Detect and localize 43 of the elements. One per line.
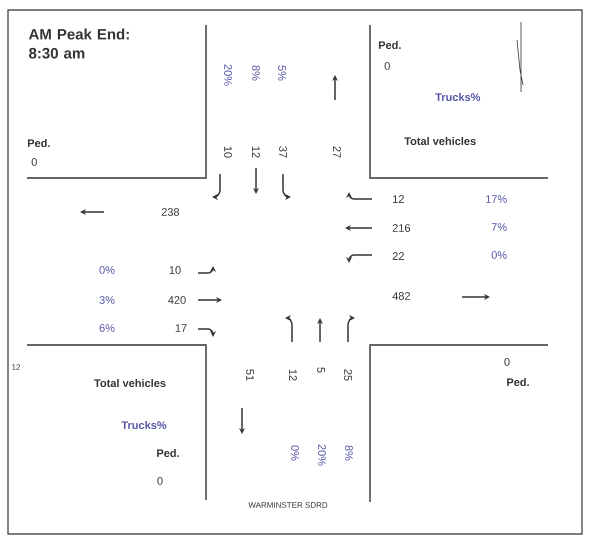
title: AM Peak End: 8:30 am (28, 28, 129, 59)
label: 10 (224, 146, 232, 158)
label: Trucks% (435, 92, 480, 102)
label: 0% (492, 251, 507, 259)
label: 10 (170, 266, 181, 274)
label: 27 (333, 146, 341, 158)
label: 5 (317, 367, 325, 373)
label: Total vehicles (404, 136, 476, 146)
label: 5% (278, 65, 286, 81)
label: 12 (12, 364, 20, 370)
label: 420 (168, 296, 186, 304)
label: 0 (504, 358, 510, 366)
label: 0 (157, 477, 163, 485)
label: 6% (100, 324, 115, 332)
label: 0 (32, 158, 37, 166)
label: Ped. (378, 40, 401, 50)
label: 25 (344, 369, 352, 381)
label: 0% (291, 445, 299, 461)
label: Trucks% (122, 420, 166, 430)
label: Total vehicles (94, 378, 166, 388)
label: 482 (392, 292, 410, 300)
label: Ped. (507, 378, 529, 386)
label: 12 (393, 195, 404, 203)
label: 22 (392, 252, 404, 260)
label: Ped. (157, 448, 179, 458)
label: 238 (162, 208, 180, 216)
label: 3% (99, 296, 115, 304)
label: 0 (384, 62, 390, 70)
label: 20% (318, 444, 326, 466)
label: 8% (345, 446, 353, 461)
label: 37 (279, 146, 287, 158)
label: 20% (224, 64, 232, 86)
label: WARMINSTER SDRD (248, 502, 328, 508)
label: 7% (492, 223, 507, 231)
label: 51 (246, 369, 254, 381)
label: 8% (252, 66, 260, 81)
label: 17 (176, 324, 187, 332)
label: 0% (99, 266, 115, 274)
label: Ped. (28, 138, 50, 148)
label: 216 (392, 224, 410, 232)
label: 12 (289, 370, 297, 381)
label: 12 (252, 146, 260, 158)
label: 17% (486, 195, 507, 203)
